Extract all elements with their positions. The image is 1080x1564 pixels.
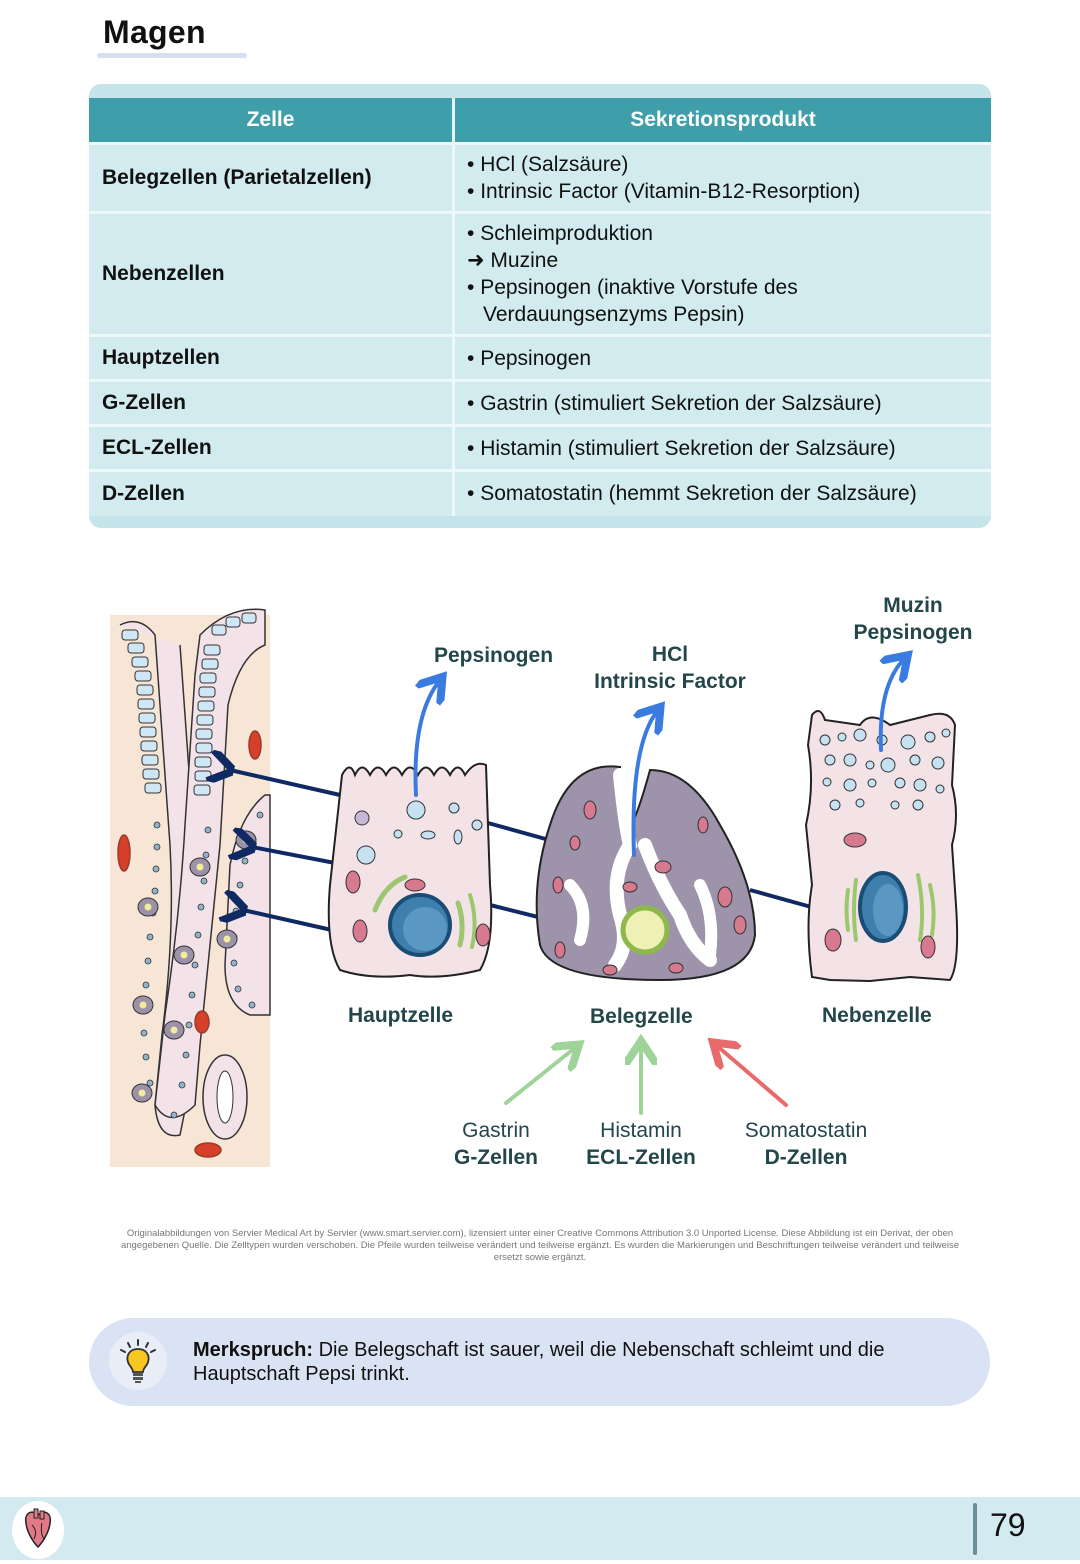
heart-icon [12, 1501, 64, 1559]
page-title: Magen [103, 14, 206, 50]
regulator-arrows [504, 1045, 788, 1115]
merkspruch-text: Merkspruch: Die Belegschaft ist sauer, w… [193, 1338, 953, 1386]
label-ecl-zellen: ECL-Zellen [586, 1146, 696, 1169]
product-item: HCl (Salzsäure) [467, 151, 979, 178]
secretion-table: Zelle Sekretionsprodukt Belegzellen (Par… [89, 98, 991, 516]
merkspruch-label: Merkspruch: [193, 1339, 314, 1361]
product-item: Schleimproduktion [467, 220, 979, 247]
nebenzelle-illustration [804, 710, 959, 983]
diagram-illustration [110, 608, 959, 1167]
secretion-products: Gastrin (stimuliert Sekretion der Salzsä… [453, 379, 991, 426]
label-muzin-secretion: Muzin Pepsinogen [850, 592, 976, 646]
table-row: Hauptzellen Pepsinogen [89, 334, 991, 381]
page-number-separator [973, 1503, 977, 1555]
page-footer: 79 [0, 1497, 1080, 1560]
secretion-products: Pepsinogen [453, 334, 991, 381]
product-item: Somatostatin (hemmt Sekretion der Salzsä… [467, 480, 979, 507]
label-gastrin: Gastrin [462, 1119, 530, 1142]
table-row: Nebenzellen Schleimproduktion ➜ Muzine P… [89, 211, 991, 336]
column-header-cell: Zelle [89, 98, 455, 144]
cell-type: Hauptzellen [89, 334, 455, 381]
label-pepsinogen-secretion: Pepsinogen [434, 644, 554, 667]
merkspruch-box: Merkspruch: Die Belegschaft ist sauer, w… [89, 1318, 990, 1406]
secretion-table-card: Zelle Sekretionsprodukt Belegzellen (Par… [89, 84, 991, 528]
gastric-gland-tissue [110, 608, 271, 1167]
table-header-row: Zelle Sekretionsprodukt [89, 98, 991, 144]
page-number: 79 [990, 1507, 1026, 1543]
image-credit: Originalabbildungen von Servier Medical … [120, 1228, 960, 1263]
belegzelle-illustration [535, 765, 757, 982]
title-block: Magen [97, 14, 247, 58]
product-item: Histamin (stimuliert Sekretion der Salzs… [467, 435, 979, 462]
label-histamin: Histamin [600, 1119, 682, 1142]
table-row: D-Zellen Somatostatin (hemmt Sekretion d… [89, 469, 991, 516]
label-somatostatin: Somatostatin [744, 1119, 868, 1142]
label-hauptzelle: Hauptzelle [348, 1004, 454, 1027]
label-pepsinogen: Pepsinogen [853, 621, 973, 644]
table-row: Belegzellen (Parietalzellen) HCl (Salzsä… [89, 142, 991, 213]
label-hcl-secretion: HCl Intrinsic Factor [590, 641, 750, 695]
cell-type: G-Zellen [89, 379, 455, 426]
cell-type: Nebenzellen [89, 211, 455, 336]
table-row: G-Zellen Gastrin (stimuliert Sekretion d… [89, 379, 991, 426]
title-underline [97, 53, 247, 58]
cell-type: ECL-Zellen [89, 424, 455, 471]
label-intrinsic-factor: Intrinsic Factor [594, 670, 746, 693]
product-item: Pepsinogen (inaktive Vorstufe des Verdau… [467, 274, 979, 328]
label-g-zellen: G-Zellen [453, 1146, 538, 1169]
product-item: Intrinsic Factor (Vitamin-B12-Resorption… [467, 178, 979, 205]
lightbulb-icon [109, 1332, 167, 1390]
table-row: ECL-Zellen Histamin (stimuliert Sekretio… [89, 424, 991, 471]
product-subitem: ➜ Muzine [467, 249, 559, 272]
label-nebenzelle: Nebenzelle [822, 1004, 932, 1027]
label-histamin-ecl-zellen: Histamin ECL-Zellen [576, 1117, 706, 1171]
product-item: Pepsinogen [467, 345, 979, 372]
secretion-products: HCl (Salzsäure) Intrinsic Factor (Vitami… [453, 142, 991, 213]
column-header-product: Sekretionsprodukt [453, 98, 991, 144]
hauptzelle-illustration [327, 762, 493, 978]
cell-type: D-Zellen [89, 469, 455, 516]
label-belegzelle: Belegzelle [590, 1005, 693, 1028]
merkspruch-body: Die Belegschaft ist sauer, weil die Nebe… [193, 1339, 885, 1385]
secretion-products: Schleimproduktion ➜ Muzine Pepsinogen (i… [453, 211, 991, 336]
label-hcl: HCl [651, 643, 689, 666]
label-somatostatin-d-zellen: Somatostatin D-Zellen [736, 1117, 876, 1171]
label-muzin: Muzin [883, 594, 943, 617]
cell-type: Belegzellen (Parietalzellen) [89, 142, 455, 213]
product-item: Gastrin (stimuliert Sekretion der Salzsä… [467, 390, 979, 417]
secretion-arrows [413, 658, 906, 857]
secretion-products: Somatostatin (hemmt Sekretion der Salzsä… [453, 469, 991, 516]
label-gastrin-g-zellen: Gastrin G-Zellen [446, 1117, 546, 1171]
label-d-zellen: D-Zellen [764, 1146, 848, 1169]
stomach-cell-diagram: Pepsinogen HCl Intrinsic Factor Muzin Pe… [100, 585, 980, 1185]
secretion-products: Histamin (stimuliert Sekretion der Salzs… [453, 424, 991, 471]
